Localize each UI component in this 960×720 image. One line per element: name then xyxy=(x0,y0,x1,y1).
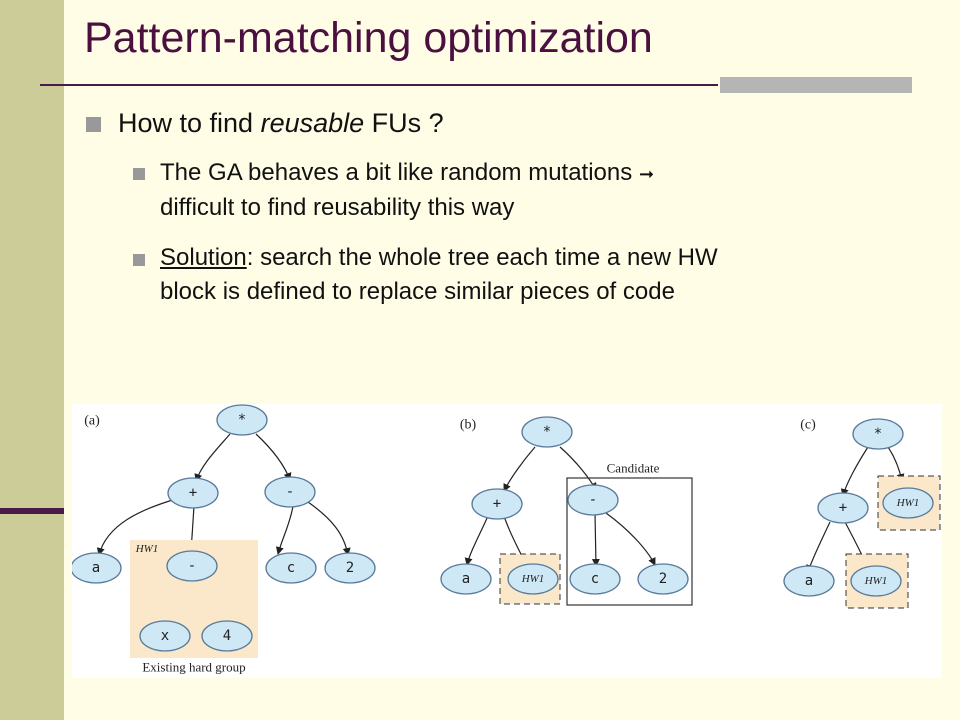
tree-node xyxy=(569,563,621,595)
sub-bullet-1-line1: The GA behaves a bit like random mutatio… xyxy=(160,159,633,186)
node-label: x xyxy=(161,628,169,644)
node-label: 4 xyxy=(223,628,231,644)
candidate-label: Candidate xyxy=(607,461,660,476)
tree-node xyxy=(567,484,619,516)
sidebar-decoration xyxy=(0,0,64,720)
tree-node xyxy=(783,565,835,597)
panel-label-a: (a) xyxy=(84,414,100,429)
node-label: - xyxy=(188,558,196,574)
title-rule-accent xyxy=(720,77,912,93)
tree-node xyxy=(167,477,219,509)
node-label: c xyxy=(287,560,295,576)
arrow-icon: ➞ xyxy=(638,164,655,184)
tree-node xyxy=(521,416,573,448)
bullet-main-prefix: How to find xyxy=(118,108,261,138)
tree-node xyxy=(265,552,317,584)
tree-node xyxy=(817,492,869,524)
sub-bullet-1: The GA behaves a bit like random mutatio… xyxy=(160,156,920,225)
bullet-main: How to find reusable FUs ? xyxy=(118,108,444,139)
panel-label-c: (c) xyxy=(800,418,816,433)
node-label: 2 xyxy=(346,560,354,576)
tree-node xyxy=(637,563,689,595)
tree-node xyxy=(264,476,316,508)
node-label: * xyxy=(543,424,551,440)
sub-bullet-2: Solution: search the whole tree each tim… xyxy=(160,241,920,309)
slide-title: Pattern-matching optimization xyxy=(84,14,653,62)
tree-node xyxy=(324,552,376,584)
existing-group-caption: Existing hard group xyxy=(142,660,245,675)
sub-bullet-square-icon xyxy=(133,168,145,180)
node-label: - xyxy=(286,484,294,500)
sub-bullet-2-line2: block is defined to replace similar piec… xyxy=(160,278,675,305)
tree-node xyxy=(216,404,268,436)
title-rule xyxy=(40,84,718,86)
sub-bullet-square-icon xyxy=(133,254,145,266)
node-label: - xyxy=(589,492,597,508)
node-label: 2 xyxy=(659,571,667,587)
tree-node xyxy=(507,563,559,595)
bullet-main-emphasis: reusable xyxy=(260,108,365,138)
hw1-label: HW1 xyxy=(135,543,159,555)
bullet-square-icon xyxy=(86,117,101,132)
candidate-box xyxy=(566,477,693,606)
panel-label-b: (b) xyxy=(460,418,477,433)
sub-bullet-2-line1: : search the whole tree each time a new … xyxy=(246,244,718,271)
node-label: a xyxy=(805,573,813,589)
node-label: * xyxy=(238,412,246,428)
tree-node xyxy=(139,620,191,652)
tree-node xyxy=(201,620,253,652)
node-label: + xyxy=(493,496,501,512)
tree-node xyxy=(850,565,902,597)
sidebar-accent-bar xyxy=(0,508,64,514)
node-label: HW1 xyxy=(864,575,888,587)
node-label: a xyxy=(462,571,470,587)
tree-node xyxy=(882,487,934,519)
tree-figure: (a) * + - a - c 2 x 4 HW1 Existing hard … xyxy=(70,404,942,678)
node-label: * xyxy=(874,426,882,442)
tree-node xyxy=(852,418,904,450)
node-label: c xyxy=(591,571,599,587)
node-label: HW1 xyxy=(896,497,920,509)
solution-label: Solution xyxy=(160,244,247,271)
node-label: a xyxy=(92,560,100,576)
node-label: HW1 xyxy=(521,573,545,585)
tree-node xyxy=(166,550,218,582)
tree-node xyxy=(471,488,523,520)
node-label: + xyxy=(839,500,847,516)
node-label: + xyxy=(189,485,197,501)
bullet-main-suffix: FUs ? xyxy=(364,108,444,138)
sub-bullet-1-line2: difficult to find reusability this way xyxy=(160,194,515,221)
tree-node xyxy=(440,563,492,595)
